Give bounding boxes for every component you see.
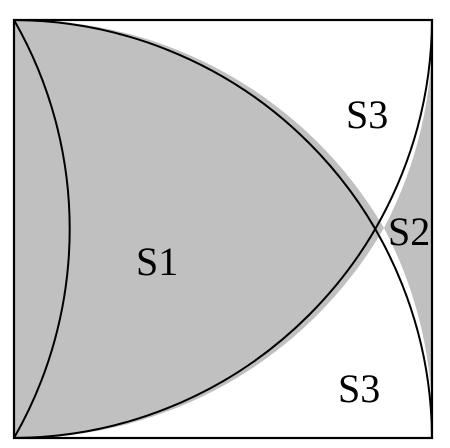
region-s2-shading xyxy=(384,20,433,438)
label-s2: S2 xyxy=(388,209,430,254)
arc-lower xyxy=(13,19,433,439)
arc-left-large xyxy=(13,19,71,439)
label-s3-bottom: S3 xyxy=(338,366,380,411)
square-outline xyxy=(12,18,434,440)
arc-upper xyxy=(13,19,433,439)
label-s3-top: S3 xyxy=(346,92,388,137)
label-s1: S1 xyxy=(136,239,178,284)
region-s1-shading xyxy=(14,19,384,439)
